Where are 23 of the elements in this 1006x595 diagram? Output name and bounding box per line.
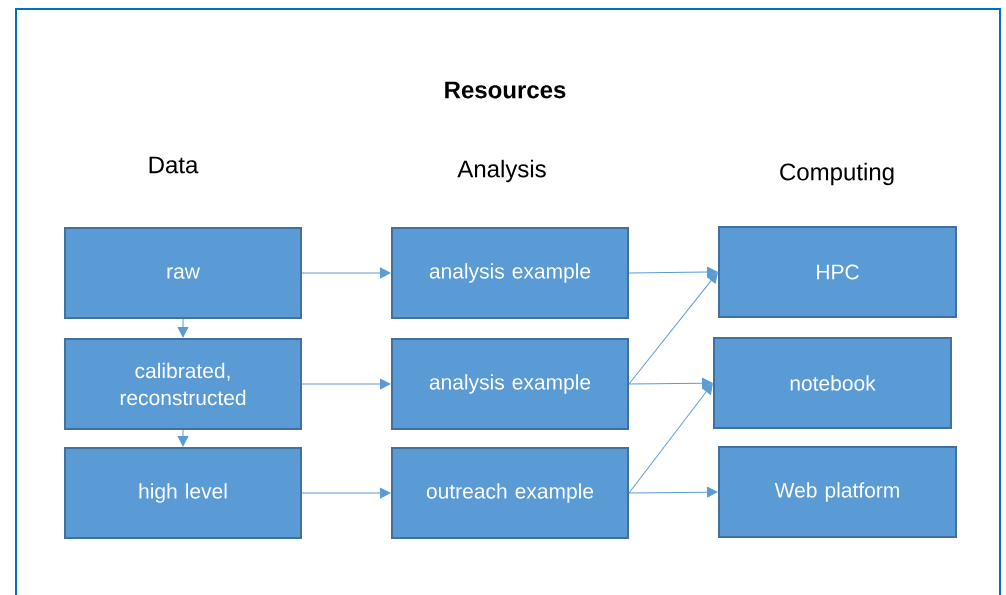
arrow	[301, 487, 391, 499]
arrow	[301, 378, 391, 390]
process-box: analysis example	[391, 227, 629, 319]
process-box: notebook	[713, 337, 952, 429]
arrow	[177, 318, 189, 338]
arrow	[628, 383, 713, 494]
process-box: raw	[64, 227, 302, 319]
arrow	[628, 272, 718, 385]
arrow	[177, 429, 189, 447]
arrow	[628, 486, 718, 498]
process-box: analysis example	[391, 338, 629, 430]
arrow	[628, 266, 718, 278]
arrow	[628, 377, 713, 389]
column-heading: Data	[149, 156, 199, 174]
arrow	[301, 267, 391, 279]
process-box: calibrated, reconstructed	[64, 338, 302, 430]
process-box: Web platform	[718, 446, 957, 538]
process-box: outreach example	[391, 447, 629, 539]
column-heading: Analysis	[457, 159, 546, 183]
column-heading: Computing	[780, 162, 894, 186]
process-box: high level	[64, 447, 302, 539]
process-box: HPC	[718, 226, 957, 318]
title: Resources	[445, 81, 566, 99]
